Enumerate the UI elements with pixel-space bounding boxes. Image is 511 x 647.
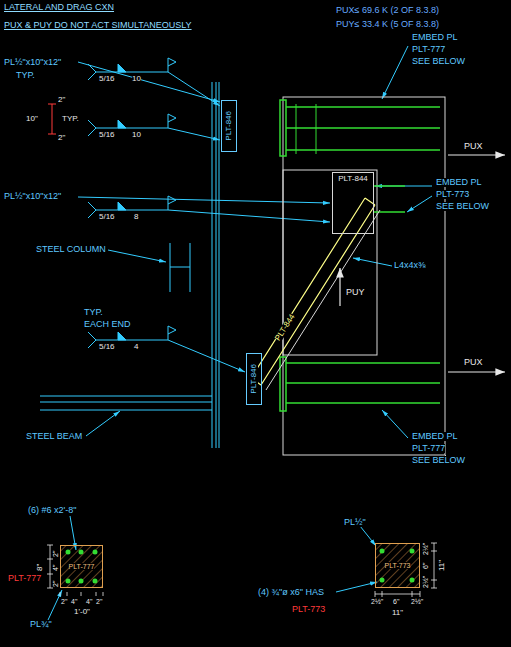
plate-mark: PLT-777 [8, 574, 41, 583]
embed-callout: EMBED PL [436, 178, 482, 187]
member-label: L4x4x⅜ [394, 261, 426, 270]
member-label: STEEL COLUMN [36, 245, 106, 254]
embed-callout: EMBED PL [412, 33, 458, 42]
plate-callout: PL½" [344, 518, 366, 527]
weld-size: 5/16 [99, 75, 115, 83]
dimension: 4" [71, 598, 77, 605]
dimension: 2" [52, 581, 59, 587]
embed-callout: SEE BELOW [412, 57, 465, 66]
embed-callout: SEE BELOW [412, 456, 465, 465]
plate-callout: PL¾" [30, 620, 52, 629]
dimension: 2½" [411, 598, 423, 605]
plate-mark: PLT-846 [250, 364, 258, 394]
weld-length: 8 [134, 213, 138, 221]
dimension: 6" [393, 598, 399, 605]
weld-length: 4 [134, 343, 138, 351]
plate-callout: TYP. [16, 71, 35, 80]
plate-mark: PLT-773 [292, 605, 325, 614]
dimension: 2" [58, 96, 65, 104]
load-label: PUY [346, 288, 365, 297]
plate-detail: PLT-773 [375, 543, 420, 588]
load-note: PUX≤ 69.6 K (2 OF 8.3.8) [336, 6, 439, 15]
weld-length: 10 [132, 75, 141, 83]
weld-length: 10 [132, 131, 141, 139]
embed-callout: SEE BELOW [436, 202, 489, 211]
plate-mark: PLT-844 [338, 175, 368, 183]
dimension: 11" [438, 560, 446, 571]
load-note: PUY≤ 33.4 K (5 OF 8.3.8) [336, 20, 439, 29]
shear-plate: PLT-846 [246, 353, 262, 405]
anchor-note: (4) ¾"ø x6" HAS [258, 588, 324, 597]
weld-size: 5/16 [99, 131, 115, 139]
title: LATERAL AND DRAG CXN [4, 3, 114, 12]
shear-plate: PLT-846 [221, 100, 237, 152]
plate-mark: PLT-846 [225, 111, 233, 141]
dimension: 11" [392, 609, 403, 617]
dimension: 2½" [371, 598, 383, 605]
dimension: 8" [36, 564, 44, 571]
rebar-note: (6) #6 x2'-8" [28, 506, 76, 515]
embed-callout: PLT-773 [436, 190, 469, 199]
dimension: 2" [58, 134, 65, 142]
plate-callout: PL½"x10"x12" [4, 58, 61, 67]
dimension: 2" [52, 551, 59, 557]
member-label: STEEL BEAM [26, 432, 82, 441]
dimension: TYP. [62, 115, 79, 123]
dimension: 4" [52, 565, 59, 571]
weld-note: TYP. [84, 308, 103, 317]
plate-mark: PLT-773 [385, 562, 411, 569]
weld-size: 5/16 [99, 213, 115, 221]
dimension: 4" [86, 598, 92, 605]
embed-callout: PLT-777 [412, 444, 445, 453]
plate-callout: PL½"x10"x12" [4, 192, 61, 201]
dimension: 2" [96, 598, 102, 605]
load-label: PUX [464, 142, 483, 151]
dimension: 1'-0" [74, 608, 90, 616]
weld-note: EACH END [84, 320, 131, 329]
note: PUX & PUY DO NOT ACT SIMULTANEOUSLY [4, 21, 192, 30]
dimension: 2" [61, 598, 67, 605]
embed-callout: EMBED PL [412, 432, 458, 441]
dimension: 2½" [422, 543, 429, 555]
plate-detail: PLT-777 [60, 545, 103, 588]
dimension: 6" [422, 563, 429, 569]
embed-plate: PLT-844 [332, 172, 374, 234]
dimension: 10" [26, 115, 38, 123]
weld-size: 5/16 [99, 343, 115, 351]
dimension: 2½" [422, 576, 429, 588]
plate-mark: PLT-777 [69, 563, 95, 570]
embed-callout: PLT-777 [412, 45, 445, 54]
member-label: PLT-844 [274, 313, 297, 342]
load-label: PUX [464, 358, 483, 367]
